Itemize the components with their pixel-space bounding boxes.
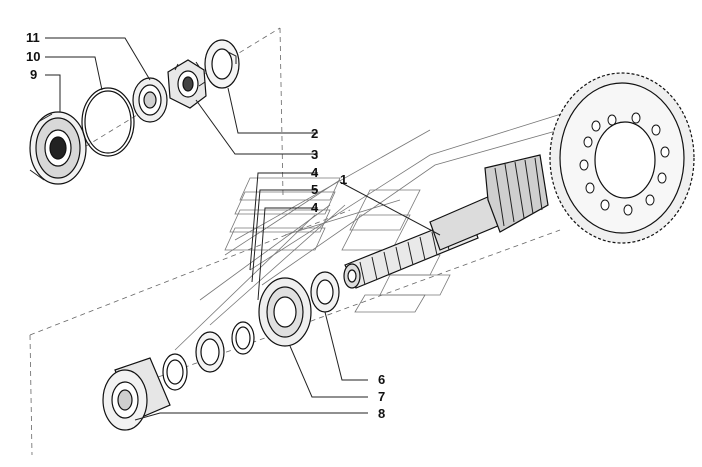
part-11-bearing (132, 77, 168, 123)
part-4-washer (162, 353, 188, 391)
callout-1: 1 (340, 172, 347, 187)
part-9-bearing-cover (29, 111, 87, 185)
callout-11: 11 (26, 30, 40, 45)
leader-lines (45, 37, 441, 421)
part-7-bearing (258, 277, 312, 347)
callout-6: 6 (378, 372, 385, 387)
callout-5: 5 (311, 182, 318, 197)
callout-8: 8 (378, 406, 385, 421)
callout-9: 9 (30, 67, 37, 82)
part-10-o-ring (81, 87, 135, 157)
part-3-slotted-nut (167, 59, 207, 109)
part-5-spacer (195, 331, 225, 373)
part-1-pinion-shaft (343, 154, 549, 289)
part-2-tab-washer (204, 39, 240, 89)
ring-gear (549, 72, 695, 244)
perspective-guide-lines (174, 104, 596, 351)
callout-numbers: 11 10 9 2 3 4 1 5 4 6 7 8 (26, 30, 385, 421)
callout-4-lower: 4 (311, 200, 319, 215)
part-6-shim (310, 271, 340, 313)
assembly-axis-lines (29, 27, 561, 456)
callout-3: 3 (311, 147, 318, 162)
callout-10: 10 (26, 49, 40, 64)
callout-4-upper: 4 (311, 165, 319, 180)
callout-2: 2 (311, 126, 318, 141)
part-8-bearing (102, 357, 171, 431)
callout-7: 7 (378, 389, 385, 404)
part-4-spacer (231, 321, 255, 355)
